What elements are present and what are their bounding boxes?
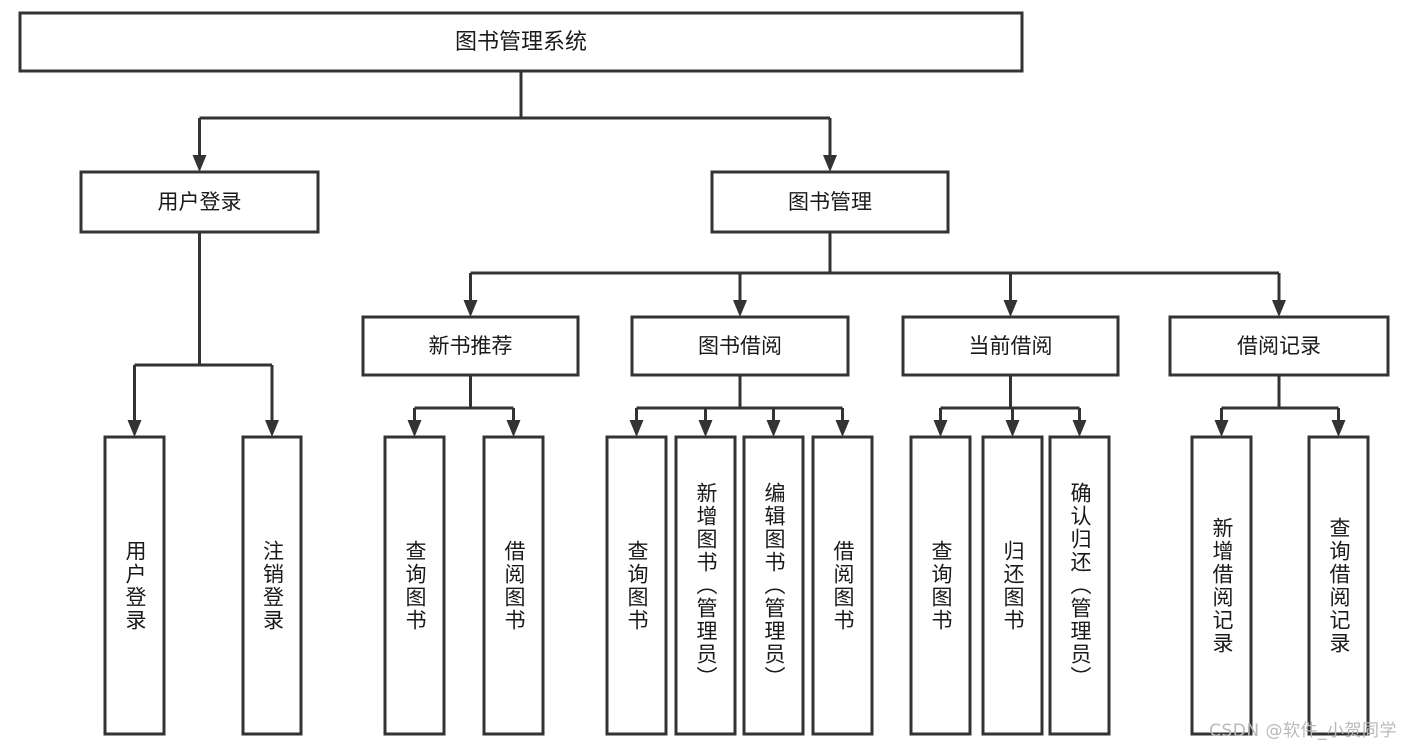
node-root[interactable]: 图书管理系统 bbox=[18, 11, 1024, 73]
arrow-head-icon bbox=[265, 420, 279, 437]
arrow-head-icon bbox=[1072, 420, 1087, 437]
node-leaf-user-logout[interactable] bbox=[241, 435, 303, 736]
node-leaf-user-login[interactable] bbox=[103, 435, 166, 736]
node-label: 用户登录 bbox=[158, 190, 242, 214]
arrow-head-icon bbox=[733, 300, 747, 317]
node-label: 图书借阅 bbox=[698, 334, 782, 358]
node-leaf-borrow-book-rec[interactable] bbox=[482, 435, 545, 736]
node-label: 借阅记录 bbox=[1237, 334, 1321, 358]
watermark-text: CSDN @软件_小贺同学 bbox=[1209, 721, 1397, 741]
node-leaf-return-book[interactable] bbox=[981, 435, 1044, 736]
node-leaf-query-book-rec[interactable] bbox=[383, 435, 446, 736]
node-book-manage[interactable]: 图书管理 bbox=[710, 170, 950, 234]
arrow-head-icon bbox=[1214, 420, 1229, 437]
arrow-head-icon bbox=[835, 420, 850, 437]
node-label: 图书管理 bbox=[788, 190, 872, 214]
node-leaf-add-book-admin[interactable] bbox=[674, 435, 737, 736]
node-leaf-query-borrow-record[interactable] bbox=[1307, 435, 1370, 736]
arrow-head-icon bbox=[1331, 420, 1346, 437]
node-leaf-add-borrow-record[interactable] bbox=[1190, 435, 1253, 736]
node-leaf-query-book-current[interactable] bbox=[909, 435, 972, 736]
node-book-borrow[interactable]: 图书借阅 bbox=[630, 315, 850, 377]
arrow-head-icon bbox=[933, 420, 948, 437]
node-leaf-query-book-borrow[interactable] bbox=[605, 435, 668, 736]
connectors-layer bbox=[127, 71, 1346, 437]
arrow-head-icon bbox=[698, 420, 713, 437]
node-leaf-borrow-book[interactable] bbox=[811, 435, 874, 736]
arrow-head-icon bbox=[1272, 300, 1286, 317]
arrow-head-icon bbox=[463, 300, 478, 317]
arrow-head-icon bbox=[629, 420, 644, 437]
arrow-head-icon bbox=[192, 155, 207, 172]
arrow-head-icon bbox=[407, 420, 422, 437]
node-user-login[interactable]: 用户登录 bbox=[79, 170, 320, 234]
node-label: 图书管理系统 bbox=[455, 30, 587, 55]
arrow-head-icon bbox=[127, 420, 142, 437]
node-leaf-edit-book-admin[interactable] bbox=[742, 435, 805, 736]
node-borrow-record[interactable]: 借阅记录 bbox=[1168, 315, 1390, 377]
node-new-book-recommend[interactable]: 新书推荐 bbox=[361, 315, 580, 377]
node-label: 新书推荐 bbox=[429, 334, 513, 358]
arrow-head-icon bbox=[823, 155, 837, 172]
node-label: 当前借阅 bbox=[969, 334, 1053, 358]
node-leaf-confirm-return-admin[interactable] bbox=[1048, 435, 1111, 736]
arrow-head-icon bbox=[1005, 420, 1020, 437]
arrow-head-icon bbox=[766, 420, 781, 437]
node-current-borrow[interactable]: 当前借阅 bbox=[901, 315, 1120, 377]
arrow-head-icon bbox=[506, 420, 521, 437]
arrow-head-icon bbox=[1003, 300, 1018, 317]
